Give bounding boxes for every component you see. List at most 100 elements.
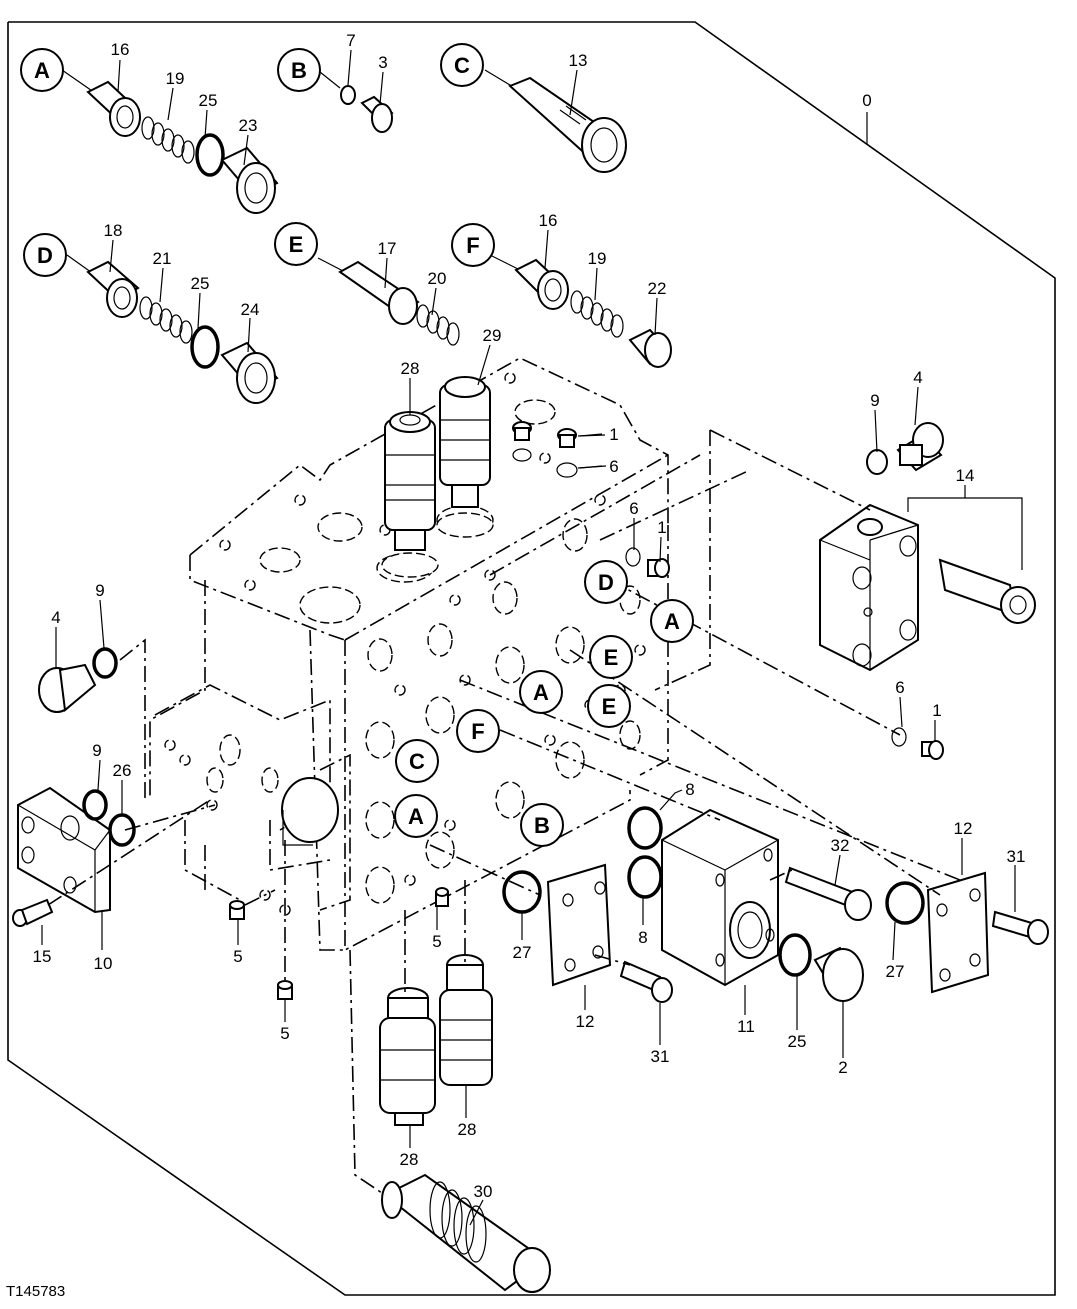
label-part-4-upper: 4 xyxy=(913,368,922,387)
label-part-31-left: 31 xyxy=(651,1047,670,1066)
label-part-32: 32 xyxy=(831,836,850,855)
label-part-28-bottom-right: 28 xyxy=(458,1120,477,1139)
label-part-10: 10 xyxy=(94,954,113,973)
label-part-25-d: 25 xyxy=(191,274,210,293)
svg-text:A: A xyxy=(533,680,549,705)
cover-10 xyxy=(17,786,136,914)
plugs-5 xyxy=(229,887,449,1000)
callout-a-body-right: A xyxy=(650,599,694,643)
label-part-15: 15 xyxy=(33,947,52,966)
label-part-25-a: 25 xyxy=(199,91,218,110)
plug-4-left xyxy=(38,647,118,713)
callout-d-body: D xyxy=(584,560,628,604)
callout-f-top: F xyxy=(451,223,495,267)
label-part-24: 24 xyxy=(241,300,260,319)
label-part-16-a: 16 xyxy=(111,40,130,59)
label-part-9-cover: 9 xyxy=(92,741,101,760)
plug-2 xyxy=(778,933,864,1002)
label-part-3: 3 xyxy=(378,53,387,72)
callout-a-body-low: A xyxy=(394,794,438,838)
svg-text:B: B xyxy=(291,58,307,83)
svg-text:A: A xyxy=(664,609,680,634)
svg-text:E: E xyxy=(604,645,619,670)
part-number-labels: 0 16 19 25 23 7 3 13 18 21 25 24 17 20 1… xyxy=(33,31,1026,1201)
relief-valve-28-bottom-left xyxy=(379,987,436,1126)
valve-body xyxy=(149,357,669,952)
label-part-31-right: 31 xyxy=(1007,847,1026,866)
plate-12-right xyxy=(926,871,990,994)
block-11 xyxy=(661,808,779,987)
label-part-12-right: 12 xyxy=(954,819,973,838)
subassembly-d xyxy=(66,254,279,404)
oring-27-right xyxy=(885,881,925,925)
label-part-16-f: 16 xyxy=(539,211,558,230)
label-part-26: 26 xyxy=(113,761,132,780)
screw-15 xyxy=(12,898,54,927)
callout-d-top: D xyxy=(23,233,67,277)
label-part-1-top: 1 xyxy=(609,425,618,444)
label-part-9-left: 9 xyxy=(95,581,104,600)
label-part-22: 22 xyxy=(648,279,667,298)
frame-outline xyxy=(7,21,1056,1296)
callout-b-top: B xyxy=(277,48,321,92)
label-part-12-left: 12 xyxy=(576,1012,595,1031)
label-part-30: 30 xyxy=(474,1182,493,1201)
screw-31-left xyxy=(619,960,673,1003)
label-part-2: 2 xyxy=(838,1058,847,1077)
svg-text:C: C xyxy=(454,53,470,78)
plug-1-lower xyxy=(891,727,944,760)
svg-text:E: E xyxy=(602,694,617,719)
label-part-5-mid: 5 xyxy=(432,932,441,951)
callout-b-body: B xyxy=(520,803,564,847)
relief-valve-29-top xyxy=(436,376,494,538)
label-part-28-top: 28 xyxy=(401,359,420,378)
label-part-4-left: 4 xyxy=(51,608,60,627)
subassembly-c xyxy=(484,69,627,173)
label-part-5-bottom: 5 xyxy=(280,1024,289,1043)
leader-lines xyxy=(41,49,1023,1226)
svg-text:F: F xyxy=(471,719,484,744)
label-part-1-lower: 1 xyxy=(932,701,941,720)
label-part-29: 29 xyxy=(483,326,502,345)
plugs-top xyxy=(512,421,603,478)
label-part-9-upper: 9 xyxy=(870,391,879,410)
label-part-11: 11 xyxy=(737,1017,755,1036)
plug-4-upper xyxy=(866,422,944,475)
relief-valve-30 xyxy=(381,1173,551,1293)
subassembly-f xyxy=(489,254,672,368)
relief-valve-28-bottom-right xyxy=(439,954,493,1086)
plug-1-mid xyxy=(625,547,670,578)
label-part-1-mid: 1 xyxy=(657,518,666,537)
label-part-18: 18 xyxy=(104,221,123,240)
svg-text:F: F xyxy=(466,233,479,258)
relief-valve-28-top xyxy=(381,411,439,578)
label-part-0: 0 xyxy=(862,91,871,110)
center-lines xyxy=(47,429,961,1196)
label-part-6-top: 6 xyxy=(609,457,618,476)
label-part-17: 17 xyxy=(378,239,397,258)
callout-f-body: F xyxy=(456,709,500,753)
svg-text:D: D xyxy=(598,570,614,595)
svg-text:B: B xyxy=(534,813,550,838)
screw-31-right xyxy=(991,910,1049,945)
label-part-27-left: 27 xyxy=(513,943,532,962)
screw-32 xyxy=(784,866,872,921)
orings-8 xyxy=(627,806,663,899)
callout-circles: A B C D E F D A E A E F C A B xyxy=(20,43,694,847)
label-part-20: 20 xyxy=(428,269,447,288)
svg-text:A: A xyxy=(408,804,424,829)
subassembly-b xyxy=(319,71,394,133)
label-part-19-f: 19 xyxy=(588,249,607,268)
callout-c-top: C xyxy=(440,43,484,87)
svg-text:D: D xyxy=(37,243,53,268)
drawing-reference: T145783 xyxy=(6,1283,65,1300)
label-part-14: 14 xyxy=(956,466,975,485)
svg-text:E: E xyxy=(289,232,304,257)
plate-12-left xyxy=(546,863,612,987)
callout-e-body-1: E xyxy=(589,635,633,679)
label-part-27-right: 27 xyxy=(886,962,905,981)
callout-c-body: C xyxy=(395,739,439,783)
callout-a-body-mid: A xyxy=(519,670,563,714)
